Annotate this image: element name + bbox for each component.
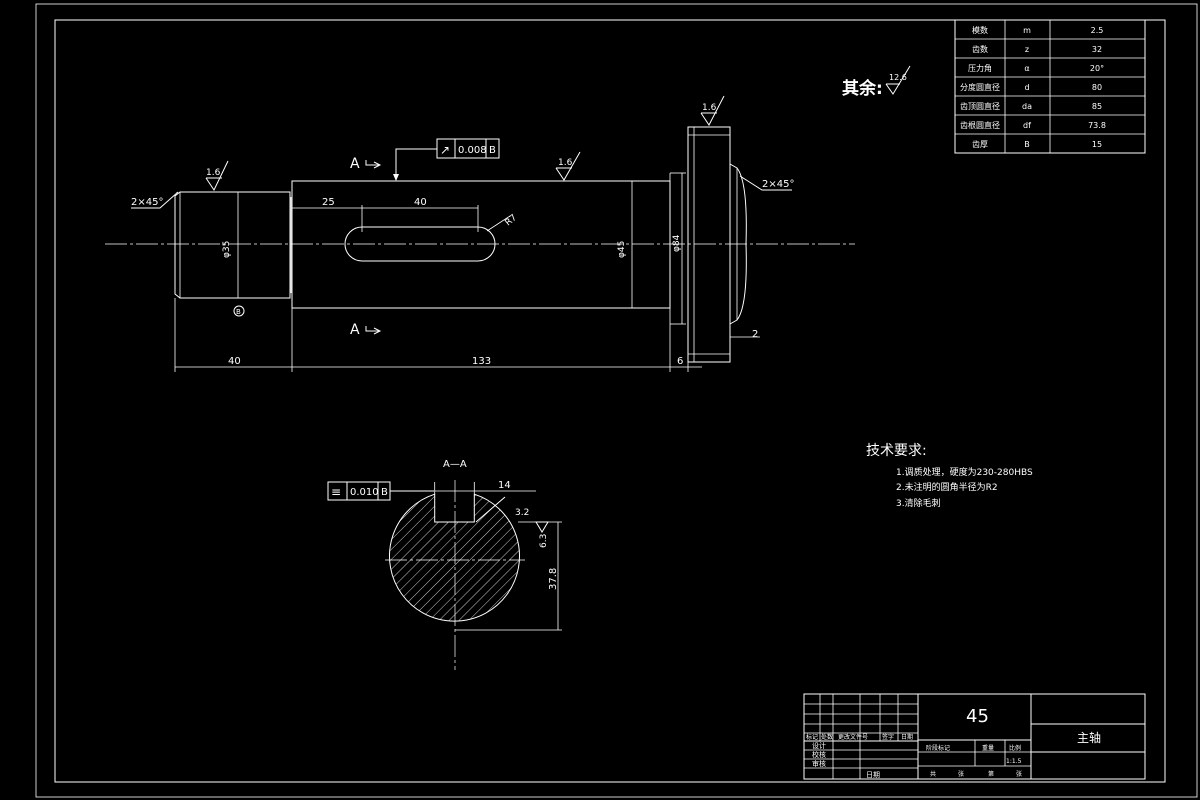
date-label: 日期 bbox=[866, 771, 880, 779]
sheet-no-unit: 张 bbox=[1016, 770, 1022, 778]
tech-req-item-1: 1.调质处理，硬度为230-280HBS bbox=[896, 466, 1033, 478]
rev-header-date: 日期 bbox=[901, 733, 913, 741]
chamfer-right: 2×45° bbox=[762, 179, 794, 190]
datum-b-marker bbox=[233, 305, 245, 317]
dia-left: φ35 bbox=[222, 241, 232, 258]
section-outline bbox=[389, 493, 520, 622]
role-design: 设计 bbox=[812, 741, 826, 750]
roughness-left: 1.6 bbox=[206, 168, 221, 178]
general-roughness-note: 其余: 12.6 bbox=[842, 65, 911, 99]
runout-tolerance-frame: ↗ 0.008 B bbox=[393, 138, 500, 181]
gear-table-name-6: 齿厚 bbox=[972, 140, 988, 149]
dim-37-8: 37.8 bbox=[548, 568, 559, 590]
dim-40-length: 40 bbox=[228, 356, 241, 367]
tech-req-title: 技术要求: bbox=[866, 443, 927, 459]
dim-25: 25 bbox=[322, 197, 335, 208]
symmetry-value: 0.010 bbox=[350, 487, 379, 498]
part-name: 主轴 bbox=[1077, 730, 1101, 745]
rough-6-3: 6.3 bbox=[539, 534, 549, 548]
tech-req-item-3: 3.清除毛刺 bbox=[896, 497, 941, 509]
gear-table-name-4: 齿顶圆直径 bbox=[960, 101, 1000, 111]
gear-table-symbol-0: m bbox=[1023, 26, 1031, 35]
gear-table-value-0: 2.5 bbox=[1091, 26, 1104, 35]
keyway-slot bbox=[344, 226, 496, 262]
roughness-note-value: 12.6 bbox=[889, 73, 907, 82]
main-view: A A 1.6 1.6 1.6 ↗ 0.008 B 2×45° 2×45° bbox=[105, 95, 855, 372]
dim-133: 133 bbox=[472, 356, 491, 367]
gear-table-name-1: 齿数 bbox=[972, 44, 988, 54]
gear-table-symbol-4: da bbox=[1022, 102, 1032, 111]
title-block: 标记 处数 更改文件号 签字 日期 设计 校核 审核 日期 45 主轴 阶段标记… bbox=[803, 693, 1146, 780]
dia-gear: φ84 bbox=[672, 234, 682, 252]
role-review: 审核 bbox=[812, 759, 826, 768]
roughness-middle: 1.6 bbox=[558, 158, 573, 168]
runout-datum: B bbox=[489, 145, 496, 156]
gear-table-symbol-2: α bbox=[1024, 64, 1029, 73]
weight-header: 重量 bbox=[982, 744, 994, 752]
gear-parameter-table: 模数 m 2.5 齿数 z 32 压力角 α 20° 分度圆直径 d 80 齿顶圆直径 da 85 齿根圆直径… bbox=[954, 19, 1146, 154]
roughness-note-label: 其余: bbox=[842, 78, 883, 99]
gear-table-value-5: 73.8 bbox=[1088, 121, 1106, 130]
gear-table-value-6: 15 bbox=[1092, 140, 1102, 149]
dim-6: 6 bbox=[677, 356, 683, 367]
middle-shaft bbox=[291, 180, 671, 309]
gear-table-symbol-3: d bbox=[1024, 83, 1029, 92]
gear-table-name-5: 齿根圆直径 bbox=[960, 120, 1000, 130]
symmetry-symbol: ≡ bbox=[331, 485, 341, 499]
tech-req-item-2: 2.未注明的圆角半径为R2 bbox=[896, 481, 998, 493]
section-title: A—A bbox=[443, 459, 467, 470]
stage-header: 阶段标记 bbox=[926, 744, 950, 752]
gear-table-value-1: 32 bbox=[1092, 45, 1102, 54]
dim-r7: R7 bbox=[504, 213, 520, 228]
outer-border bbox=[35, 3, 1198, 798]
sheet-total-unit: 张 bbox=[958, 770, 964, 778]
rev-header-sign: 签字 bbox=[882, 733, 894, 741]
dim-2: 2 bbox=[752, 329, 758, 340]
section-view: A—A ≡ 0.010 B 14 3.2 6.3 3 bbox=[327, 459, 562, 670]
scale-header: 比例 bbox=[1009, 744, 1021, 752]
sheet-no-label: 第 bbox=[988, 770, 994, 778]
inner-frame bbox=[54, 19, 1166, 783]
gear-table-name-3: 分度圆直径 bbox=[960, 82, 1000, 92]
symmetry-tolerance-frame: ≡ 0.010 B bbox=[327, 481, 434, 501]
rev-header-count: 处数 bbox=[821, 733, 833, 741]
gear-table-symbol-1: z bbox=[1025, 45, 1029, 54]
section-mark-bottom: A bbox=[350, 322, 360, 338]
material: 45 bbox=[966, 706, 989, 727]
rough-3-2: 3.2 bbox=[515, 508, 529, 518]
scale-value: 1:1.5 bbox=[1006, 758, 1022, 765]
rev-header-doc: 更改文件号 bbox=[838, 733, 868, 741]
gear-table-value-2: 20° bbox=[1090, 64, 1104, 73]
datum-b-label: B bbox=[236, 308, 241, 316]
role-check: 校核 bbox=[812, 750, 826, 759]
sheet-total-label: 共 bbox=[930, 770, 936, 778]
symmetry-datum: B bbox=[381, 487, 388, 498]
rev-header-mark: 标记 bbox=[806, 733, 818, 741]
runout-symbol: ↗ bbox=[440, 143, 450, 157]
runout-value: 0.008 bbox=[458, 145, 487, 156]
chamfer-left: 2×45° bbox=[131, 197, 163, 208]
dia-mid: φ45 bbox=[617, 241, 627, 258]
dim-40-key: 40 bbox=[414, 197, 427, 208]
technical-requirements: 技术要求: 1.调质处理，硬度为230-280HBS 2.未注明的圆角半径为R2… bbox=[866, 443, 1033, 509]
gear-table-value-3: 80 bbox=[1092, 83, 1102, 92]
left-journal bbox=[174, 191, 291, 299]
gear-table-symbol-6: B bbox=[1024, 140, 1030, 149]
section-mark-top: A bbox=[350, 156, 360, 172]
gear-table-name-0: 模数 bbox=[972, 25, 988, 35]
gear-table-symbol-5: df bbox=[1023, 121, 1031, 130]
gear-table-name-2: 压力角 bbox=[968, 63, 992, 73]
dim-14: 14 bbox=[498, 480, 511, 491]
gear-table-value-4: 85 bbox=[1092, 102, 1102, 111]
roughness-gear: 1.6 bbox=[702, 103, 717, 113]
